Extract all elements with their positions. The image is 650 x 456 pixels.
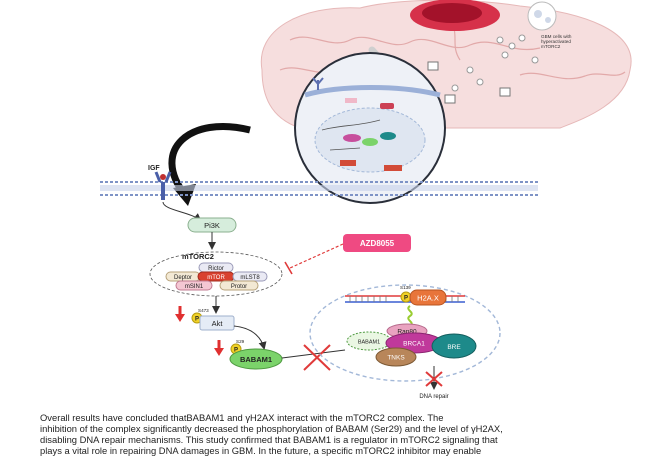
dna-repair-blocked-mark xyxy=(425,371,443,387)
dna-repair-label: DNA repair xyxy=(419,394,448,400)
akt-node: S473 P Akt xyxy=(175,306,235,331)
babam1-label: BABAM1 xyxy=(240,355,272,364)
caption-line-3: disabling DNA repair mechanisms. This st… xyxy=(40,434,498,445)
babam1-node: S29 P BABAM1 xyxy=(214,339,283,370)
protor-label: Protor xyxy=(231,284,247,290)
azd8055-label: AZD8055 xyxy=(360,239,395,248)
akt-phospho-label: P xyxy=(195,317,199,323)
bre-label: BRE xyxy=(447,344,461,351)
mtorc2-complex: mTORC2 Rictor Deptor mTOR mLST8 mSIN1 Pr… xyxy=(149,251,283,297)
mlst8-label: mLST8 xyxy=(240,275,260,281)
h2ax-site-label: S139 xyxy=(400,285,411,290)
mtor-label: mTOR xyxy=(207,275,225,281)
rictor-label: Rictor xyxy=(208,266,224,272)
babam1-nuclear-label: BABAM1 xyxy=(358,340,380,346)
mtorc2-label: mTORC2 xyxy=(182,252,214,261)
brca1-label: BRCA1 xyxy=(403,341,425,348)
nucleus: S139 P H2A.X Rap80 BABAM1 BRCA1 BRE TNKS xyxy=(309,284,501,382)
zoom-arrow xyxy=(168,123,251,198)
inset-label-line1: GBM cells with xyxy=(541,34,572,39)
caption-line-2: inhibition of the complex significantly … xyxy=(40,423,503,434)
inset-label-line3: mTORC2 xyxy=(541,44,561,49)
caption-line-1: Overall results have concluded thatBABAM… xyxy=(40,412,444,423)
figure-caption: Overall results have concluded thatBABAM… xyxy=(40,412,620,456)
pi3k-label: Pi3K xyxy=(204,221,220,230)
gbm-cell-magnified xyxy=(527,1,557,31)
tnks-label: TNKS xyxy=(387,355,405,362)
cell-membrane xyxy=(100,181,538,196)
igf-receptor: IGF xyxy=(148,165,172,200)
igf-label: IGF xyxy=(148,165,160,172)
deptor-label: Deptor xyxy=(174,275,192,281)
caption-line-4: plays a vital role in repairing DNA dama… xyxy=(40,445,482,456)
akt-label: Akt xyxy=(212,319,224,328)
h2ax-phospho-label: P xyxy=(404,296,408,302)
rap80-label: Rap80 xyxy=(397,329,417,336)
pi3k-node: Pi3K xyxy=(187,217,237,233)
blocked-interaction-mark xyxy=(303,344,331,371)
akt-site-label: S473 xyxy=(198,308,209,313)
msin1-label: mSIN1 xyxy=(185,284,204,290)
inset-label-line2: hyperactivated xyxy=(541,39,571,44)
babam1-site-label: S29 xyxy=(236,339,245,344)
babam1-phospho-label: P xyxy=(234,348,238,354)
azd8055-inhibitor: AZD8055 xyxy=(284,234,411,275)
cell-magnification-inset xyxy=(294,52,446,204)
h2ax-label: H2A.X xyxy=(417,294,439,303)
